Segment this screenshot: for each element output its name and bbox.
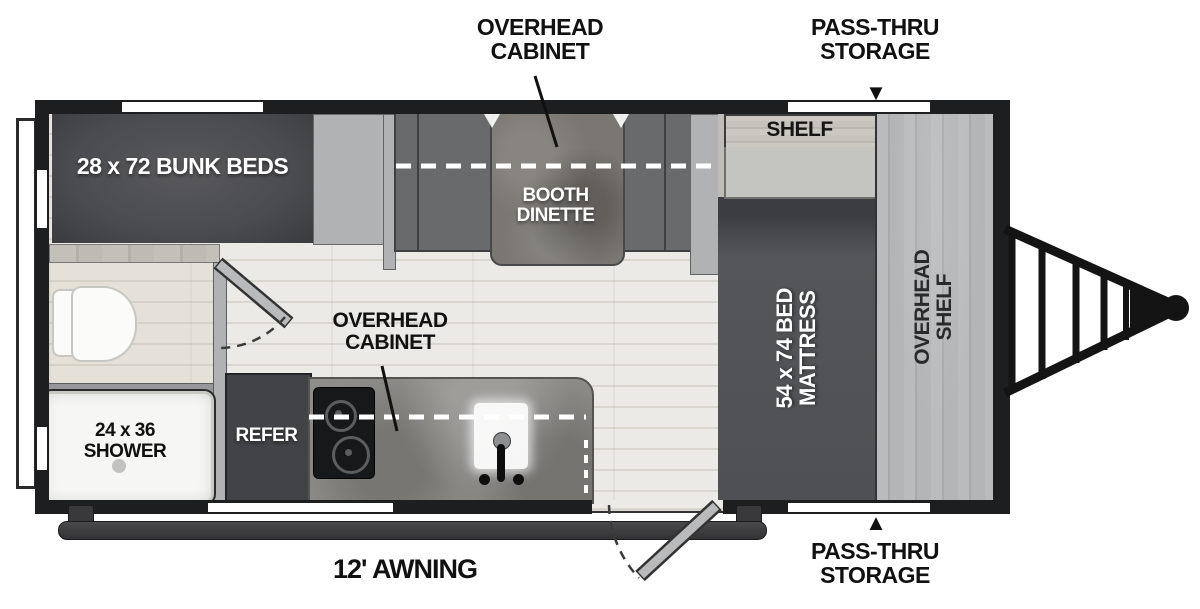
divider-post-right [690, 114, 720, 275]
burner-dot [335, 410, 342, 417]
window [122, 102, 263, 112]
burner-icon [332, 436, 370, 474]
faucet-knob-icon [513, 474, 524, 485]
pass-thru-callout-top: PASS-THRU STORAGE [811, 14, 939, 64]
dinette-bench-left [394, 114, 494, 252]
entry-door-icon [607, 499, 722, 582]
bench-cushion-seam [664, 114, 666, 250]
bunk-shelf-strip [49, 244, 220, 263]
window [37, 170, 47, 228]
overhead-shelf-label-wrap: OVERHEAD SHELF [875, 114, 993, 500]
wall-right [993, 100, 1010, 514]
bed-mattress [718, 197, 875, 500]
bench-cushion-seam [417, 114, 419, 250]
shower-drain-icon [112, 459, 126, 473]
refer-label: REFER [235, 425, 298, 446]
burner-icon [325, 400, 357, 432]
pass-thru-hatch-bottom [788, 503, 930, 512]
overhead-shelf-label: OVERHEAD SHELF [910, 249, 956, 365]
wall-top [35, 100, 1010, 114]
cabinet-panel [313, 114, 385, 245]
dinette-bench-right [621, 114, 694, 252]
window [37, 427, 47, 470]
arrow-down-icon: ▼ [865, 80, 887, 105]
rear-bumper [16, 118, 37, 489]
shower-label: 24 x 36 SHOWER [83, 420, 167, 462]
hitch-icon [1003, 224, 1189, 398]
bed-mattress-label: 54 x 74 BED MATTRESS [772, 288, 821, 409]
faucet-knob-icon [479, 474, 490, 485]
bunk-beds [52, 114, 315, 243]
shelf-label: SHELF [766, 118, 833, 141]
refrigerator [225, 373, 312, 504]
bunk-beds-label: 28 x 72 BUNK BEDS [76, 153, 289, 179]
overhead-cabinet-callout-top: OVERHEAD CABINET [476, 14, 604, 64]
awning-label: 12' AWNING [333, 554, 478, 584]
pass-thru-callout-bottom: PASS-THRU STORAGE [811, 538, 939, 588]
faucet-icon [497, 444, 505, 482]
awning-rail [58, 521, 767, 540]
overhead-shelf-panel [875, 114, 995, 500]
burner-dot [345, 449, 352, 456]
pass-thru-hatch-top [788, 102, 930, 112]
overhead-cabinet-callout-kitchen: OVERHEAD CABINET [332, 309, 448, 354]
shower-pan [42, 391, 214, 504]
bed-mattress-label-wrap: 54 x 74 BED MATTRESS [718, 197, 875, 500]
toilet-icon [71, 286, 137, 362]
booth-dinette-label: BOOTH DINETTE [516, 185, 595, 227]
arrow-up-icon: ▲ [865, 510, 887, 535]
cooktop-icon [313, 387, 375, 479]
entry-door-threshold [592, 500, 723, 513]
bed-headboard [724, 147, 879, 199]
window [208, 503, 393, 512]
